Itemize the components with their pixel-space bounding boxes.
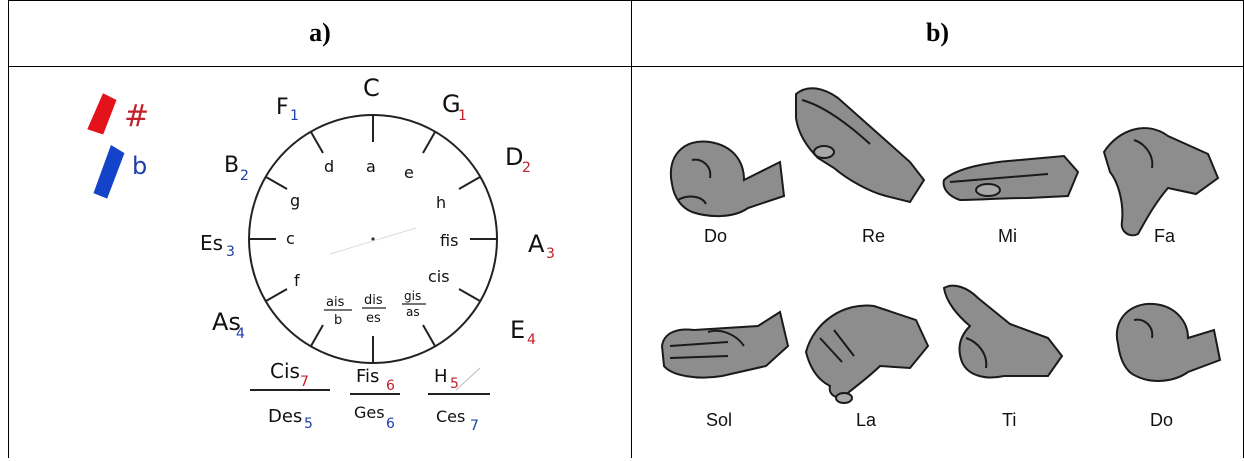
minor-e: e <box>404 163 414 182</box>
key-Ges: Ges <box>354 403 385 422</box>
key-Fis-sub: 6 <box>386 378 395 394</box>
minor-gis: gis <box>404 289 421 303</box>
key-Ges-sub: 6 <box>386 416 395 432</box>
hand-label-sol: Sol <box>706 410 732 430</box>
hand-re-icon <box>796 88 924 202</box>
key-As-sub: 4 <box>236 326 245 342</box>
circle-of-fifths-drawing: # b C G 1 <box>60 68 620 456</box>
flat-color-swatch <box>96 148 122 196</box>
key-E-sub: 4 <box>527 332 536 348</box>
hand-label-do-high: Do <box>1150 410 1173 430</box>
key-F: F <box>276 95 289 120</box>
key-B: B <box>224 153 239 178</box>
minor-b: b <box>334 313 342 328</box>
key-E: E <box>510 316 525 344</box>
key-Cis-sub: 7 <box>300 374 309 390</box>
key-H: H <box>434 366 448 387</box>
key-G-sub: 1 <box>458 108 467 124</box>
key-D: D <box>505 143 523 171</box>
minor-f: f <box>294 271 300 290</box>
key-Des: Des <box>268 406 302 427</box>
hand-fa-icon <box>1104 128 1218 235</box>
header-a: a) <box>9 0 631 66</box>
faint-stroke-H <box>456 368 480 390</box>
minor-fis: fis <box>440 231 458 250</box>
sharp-color-swatch <box>90 96 114 132</box>
hand-signs-drawing: Do Re Mi Fa <box>648 76 1228 450</box>
table-border-left <box>8 0 9 458</box>
key-Cis: Cis <box>270 359 300 383</box>
hand-label-mi: Mi <box>998 226 1017 246</box>
hand-do-icon <box>671 141 784 216</box>
key-A: A <box>528 230 545 258</box>
minor-dis: dis <box>364 293 383 308</box>
table-divider-horizontal <box>8 66 1244 67</box>
key-Des-sub: 5 <box>304 416 313 432</box>
minor-es: es <box>366 311 381 326</box>
key-F-sub: 1 <box>290 108 299 124</box>
minor-c: c <box>286 229 295 248</box>
hand-label-fa: Fa <box>1154 226 1176 246</box>
hand-signs-panel: Do Re Mi Fa <box>648 76 1228 450</box>
circle-of-fifths-panel: # b C G 1 <box>60 68 620 456</box>
hand-sol-icon <box>662 312 788 378</box>
header-b: b) <box>632 0 1243 66</box>
key-D-sub: 2 <box>522 160 531 176</box>
table-divider-vertical <box>631 0 632 458</box>
minor-ais: ais <box>326 295 345 310</box>
minor-a: a <box>366 157 376 176</box>
sharp-symbol: # <box>124 99 149 134</box>
hand-label-do: Do <box>704 226 727 246</box>
key-B-sub: 2 <box>240 168 249 184</box>
minor-cis: cis <box>428 267 450 286</box>
minor-h: h <box>436 193 446 212</box>
circle-center-dot <box>371 237 374 240</box>
hand-label-la: La <box>856 410 877 430</box>
key-Ces: Ces <box>436 407 465 426</box>
hand-label-ti: Ti <box>1002 410 1016 430</box>
hand-ti-icon <box>944 286 1062 378</box>
key-C: C <box>363 74 380 102</box>
hand-la-icon <box>806 305 928 403</box>
key-A-sub: 3 <box>546 246 555 262</box>
minor-g: g <box>290 191 300 210</box>
flat-symbol: b <box>132 152 147 180</box>
key-Es: Es <box>200 231 223 255</box>
minor-d: d <box>324 157 334 176</box>
key-H-sub: 5 <box>450 376 459 392</box>
key-Es-sub: 3 <box>226 244 235 260</box>
hand-label-re: Re <box>862 226 885 246</box>
key-Ces-sub: 7 <box>470 418 479 434</box>
center-faint-line <box>330 228 416 254</box>
minor-as: as <box>406 305 420 319</box>
key-Fis: Fis <box>356 366 379 387</box>
hand-mi-icon <box>944 156 1078 200</box>
hand-do-high-icon <box>1117 304 1220 381</box>
